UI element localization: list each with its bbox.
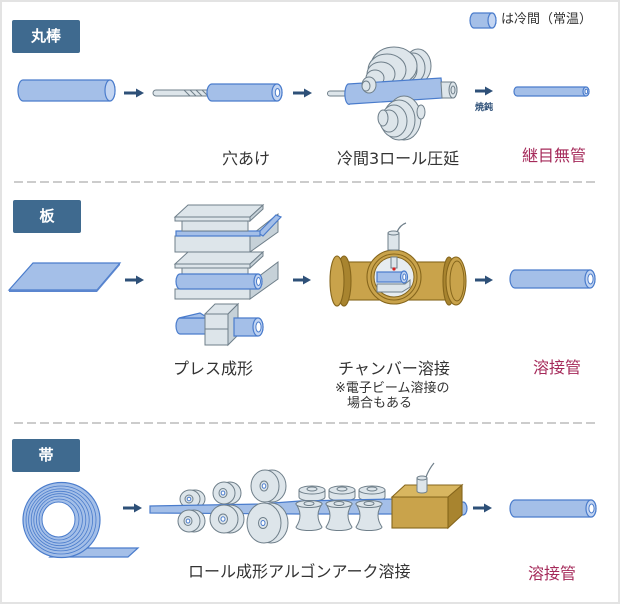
arrow-icon xyxy=(475,86,493,96)
arrow-icon xyxy=(125,275,144,285)
arrow-icon xyxy=(124,88,144,98)
cold-formed-tube-icon xyxy=(469,12,497,29)
arrow-icon xyxy=(293,275,311,285)
round-bar-icon xyxy=(17,79,116,102)
annealing-note: 焼鈍 xyxy=(475,103,494,113)
step-label-drilling: 穴あけ xyxy=(222,149,271,168)
fin-pass-roll-icon xyxy=(328,485,356,502)
step-label-roll-forming-arc-welding: ロール成形アルゴンアーク溶接 xyxy=(188,562,411,581)
three-roll-mill-icon xyxy=(327,46,458,141)
press-forming-icon xyxy=(173,203,283,347)
legend-label: は冷間（常温） xyxy=(501,12,593,27)
plate-icon xyxy=(7,262,122,292)
step-label-chamber-welding: チャンバー溶接 xyxy=(338,359,450,378)
step-label-cold-3-roll-rolling: 冷間3ロール圧延 xyxy=(337,149,460,168)
fin-pass-roll-icon xyxy=(355,500,383,531)
forming-roll-icon xyxy=(212,481,242,505)
arrow-icon xyxy=(473,503,492,513)
seamless-pipe-icon xyxy=(513,86,590,97)
step-note-line-2: 場合もある xyxy=(347,396,413,411)
arrow-icon xyxy=(123,503,142,513)
section-badge-round-bar: 丸棒 xyxy=(12,20,80,53)
arrow-icon xyxy=(475,275,493,285)
product-label-welded-pipe: 溶接管 xyxy=(528,564,577,583)
welded-pipe-icon xyxy=(509,499,597,518)
step-label-press-forming: プレス成形 xyxy=(173,359,254,378)
forming-roll-icon xyxy=(177,509,206,533)
forming-roll-icon xyxy=(250,469,287,503)
forming-roll-icon xyxy=(246,502,289,544)
strip-coil-icon xyxy=(22,481,140,559)
product-label-welded-pipe: 溶接管 xyxy=(533,358,582,377)
argon-arc-welder-icon xyxy=(390,462,468,530)
drill-bit-icon xyxy=(152,89,210,97)
arrow-icon xyxy=(293,88,312,98)
forming-roll-icon xyxy=(209,504,245,534)
product-label-seamless-pipe: 継目無管 xyxy=(522,146,587,165)
fin-pass-roll-icon xyxy=(325,500,353,531)
section-badge-strip: 帯 xyxy=(12,439,80,472)
chamber-welder-icon xyxy=(329,222,467,307)
fin-pass-roll-icon xyxy=(298,485,326,502)
step-note-line-1: ※電子ビーム溶接の xyxy=(335,381,450,396)
drilled-bar-icon xyxy=(152,83,283,102)
section-badge-plate: 板 xyxy=(13,200,81,233)
welded-pipe-icon xyxy=(509,269,596,289)
roll-forming-arc-welding-icon xyxy=(149,462,468,544)
fin-pass-roll-icon xyxy=(295,500,323,531)
